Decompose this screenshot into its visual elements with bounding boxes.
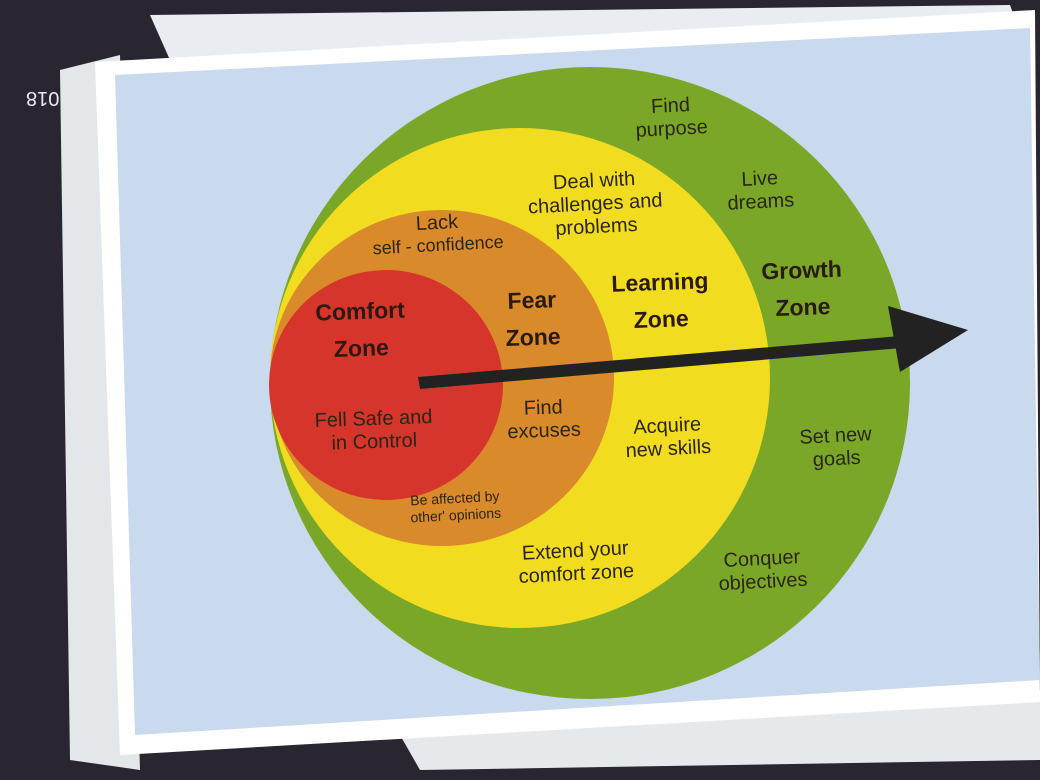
comfort-zone-note-line-2: in Control bbox=[331, 429, 418, 455]
comfort-zone-note: Fell Safe and in Control bbox=[314, 406, 433, 456]
growth-zone-note-bottom: Conquer objectives bbox=[717, 546, 808, 597]
learning-zone-note-mid-line-2: new skills bbox=[625, 435, 712, 463]
growth-zone-note-bottom-line-2: objectives bbox=[718, 568, 809, 596]
sheet-corner-text: 018 bbox=[26, 87, 60, 109]
fear-zone-note-top: Lack self - confidence bbox=[371, 209, 504, 259]
growth-zone-note-top2: Live dreams bbox=[726, 166, 795, 215]
growth-zone-note-mid-line-1: Set new bbox=[798, 423, 873, 449]
comfort-zone-circle bbox=[269, 270, 503, 500]
learning-zone-note-mid: Acquire new skills bbox=[624, 413, 712, 463]
fear-zone-title-line-2: Zone bbox=[505, 322, 562, 351]
right-arrow-icon bbox=[418, 306, 968, 389]
fear-zone-note-mid-line-2: excuses bbox=[507, 418, 582, 444]
comfort-zone-title-line-2: Zone bbox=[333, 333, 390, 362]
fear-zone-title: Fear Zone bbox=[504, 281, 561, 356]
growth-zone-note-top2-line-2: dreams bbox=[727, 189, 795, 215]
learning-zone-note-top: Deal with challenges and problems bbox=[526, 167, 664, 243]
growth-zone-title-line-2: Zone bbox=[774, 292, 831, 321]
growth-zone-note-top: Find purpose bbox=[634, 93, 709, 143]
learning-zone-title: Learning Zone bbox=[611, 262, 711, 339]
fear-zone-title-line-1: Fear bbox=[507, 286, 557, 314]
learning-zone-note-bottom: Extend your comfort zone bbox=[517, 537, 635, 589]
fear-zone-note-bottom: Be affected by other' opinions bbox=[409, 488, 502, 526]
comfort-zone-title: Comfort Zone bbox=[315, 291, 407, 368]
growth-zone-note-mid: Set new goals bbox=[799, 423, 874, 473]
learning-zone-title-line-2: Zone bbox=[633, 304, 690, 333]
comfort-zone-title-line-1: Comfort bbox=[314, 296, 406, 326]
growth-zone-note-top-line-2: purpose bbox=[635, 116, 709, 142]
fear-zone-note-mid-line-1: Find bbox=[523, 396, 564, 420]
fear-zone-note-mid: Find excuses bbox=[506, 396, 581, 445]
learning-zone-title-line-1: Learning bbox=[610, 267, 709, 297]
growth-zone-title-line-1: Growth bbox=[760, 255, 843, 285]
growth-zone-title: Growth Zone bbox=[761, 251, 844, 327]
growth-zone-note-mid-line-2: goals bbox=[812, 446, 862, 472]
